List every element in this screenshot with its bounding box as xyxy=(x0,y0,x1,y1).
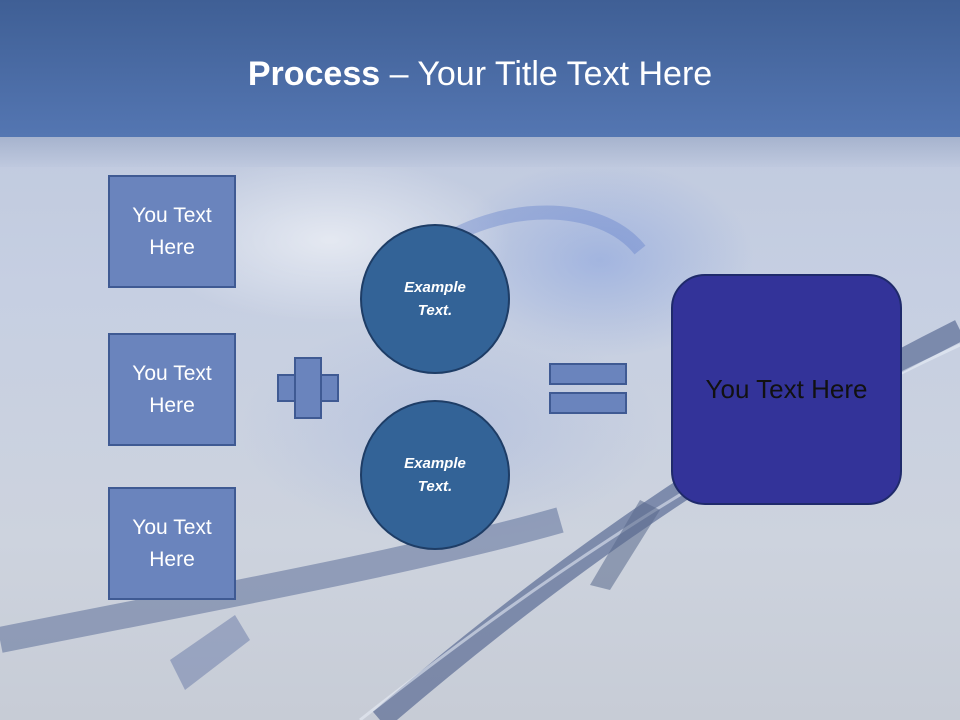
text-box-2[interactable]: You Text Here xyxy=(108,333,236,446)
example-circle-2[interactable]: Example Text. xyxy=(360,400,510,550)
text-box-1-label: You Text Here xyxy=(132,203,212,259)
text-box-1[interactable]: You Text Here xyxy=(108,175,236,288)
example-circle-1[interactable]: Example Text. xyxy=(360,224,510,374)
result-box-label: You Text Here xyxy=(705,374,868,404)
header-shadow-band xyxy=(0,137,960,167)
slide-title[interactable]: Process – Your Title Text Here xyxy=(0,52,960,96)
text-box-3[interactable]: You Text Here xyxy=(108,487,236,600)
text-box-2-label: You Text Here xyxy=(132,361,212,417)
title-banner: Process – Your Title Text Here xyxy=(0,0,960,137)
result-box[interactable]: You Text Here xyxy=(671,274,902,505)
title-bold: Process xyxy=(247,55,381,93)
text-box-3-label: You Text Here xyxy=(132,515,212,571)
example-circle-1-label: Example Text. xyxy=(404,279,466,319)
example-circle-2-label: Example Text. xyxy=(404,455,466,495)
title-rest: – Your Title Text Here xyxy=(380,55,713,93)
